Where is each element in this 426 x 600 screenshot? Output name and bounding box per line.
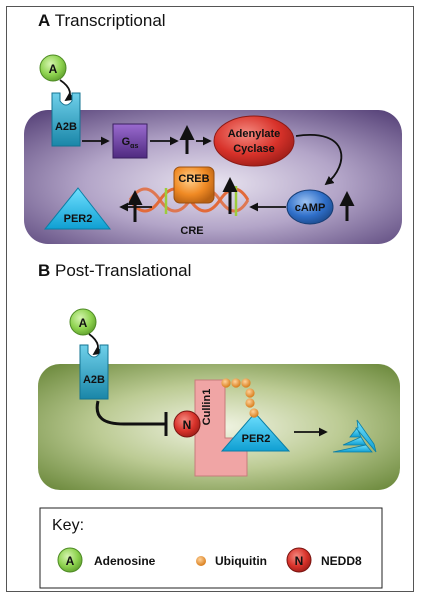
panel-a-heading: A Transcriptional [38,11,166,31]
key-title: Key: [52,517,84,534]
camp-node: cAMP [286,189,334,225]
key-box [39,507,383,589]
creb-box: CREB [173,166,215,204]
adenylate-cyclase-label-1: Adenylate [228,128,281,140]
key-nedd8-symbol: N [295,554,304,568]
panel-a-title: Transcriptional [54,11,166,30]
per2-triangle-a: PER2 [43,187,112,230]
panel-b-letter: B [38,261,51,280]
g-alpha-s-main: G [122,136,131,148]
key-ubiquitin-label: Ubiquitin [215,554,267,568]
adenosine-binding-arrow-b [88,333,103,355]
per2-label-a: PER2 [64,213,93,225]
cullin1-label: Cullin1 [201,389,213,426]
degraded-per2-fragments [332,419,377,453]
a2b-receptor-a: A2B [51,92,81,147]
g-alpha-s-box: Gαs [112,123,148,159]
key-item-ubiquitin: Ubiquitin [196,554,267,568]
adenylate-cyclase-label-2: Cyclase [233,143,275,155]
nedd8-node: N [173,410,201,438]
per2-triangle-b: PER2 [220,412,291,452]
panel-a-letter: A [38,11,51,30]
a2b-receptor-b-label: A2B [83,374,105,386]
figure-frame [6,6,414,592]
creb-label: CREB [178,173,209,185]
g-alpha-s-subscript: αs [130,143,138,150]
camp-label: cAMP [295,202,326,214]
arrow-adenylate-to-camp [295,134,343,186]
inhibition-line [95,400,165,426]
panel-b-heading: B Post-Translational [38,261,191,281]
cre-label: CRE [180,225,203,237]
g-alpha-s-label: Gαs [122,136,139,150]
adenylate-cyclase: Adenylate Cyclase [213,115,295,167]
adenosine-node-b-label: A [79,316,88,330]
a2b-receptor-a-label: A2B [55,121,77,133]
ubiquitin-chain [221,378,259,418]
key-item-nedd8: N NEDD8 [286,547,362,573]
key-adenosine-label: Adenosine [94,554,156,568]
adenosine-binding-arrow-a [59,79,75,101]
per2-label-b: PER2 [242,433,271,445]
a2b-receptor-b: A2B [79,344,109,400]
adenosine-node-b: A [69,308,97,336]
nedd8-node-label: N [183,418,192,432]
adenosine-node-a-label: A [49,62,58,76]
adenosine-node-a: A [39,54,67,82]
key-nedd8-label: NEDD8 [321,554,362,568]
key-adenosine-symbol: A [66,554,75,568]
panel-b-title: Post-Translational [55,261,192,280]
key-item-adenosine: A Adenosine [57,547,156,573]
